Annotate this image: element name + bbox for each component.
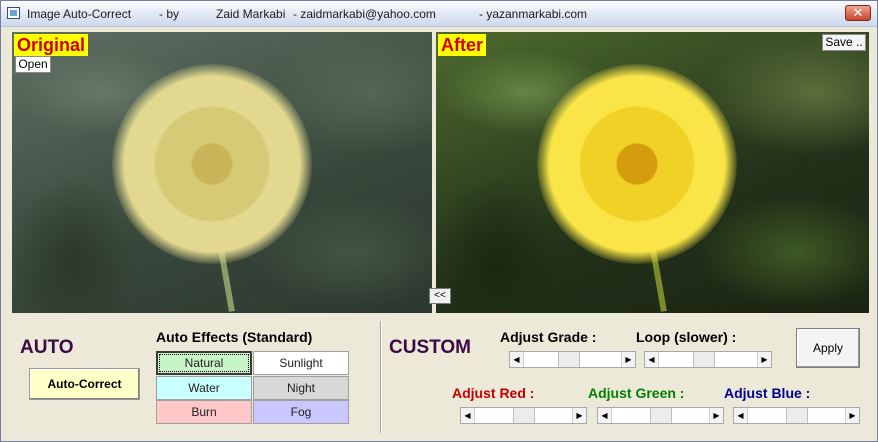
title-author: Zaid Markabi [216,7,286,21]
scroll-left-icon[interactable]: ◀ [510,352,524,367]
copy-back-button[interactable]: << [429,288,451,304]
open-button[interactable]: Open [15,56,51,73]
adjust-blue-label: Adjust Blue : [724,385,811,401]
after-flower [537,64,737,264]
effects-grid: Natural Sunlight Water Night Burn Fog [156,351,349,424]
scroll-thumb[interactable] [512,408,535,423]
scroll-thumb[interactable] [557,352,580,367]
adjust-green-label: Adjust Green : [588,385,685,401]
original-image-panel: Original Open [12,32,432,313]
save-button[interactable]: Save .. [822,34,866,51]
loop-label: Loop (slower) : [636,329,737,345]
effect-burn-button[interactable]: Burn [156,400,252,424]
adjust-red-scrollbar[interactable]: ◀ ▶ [460,407,587,424]
app-icon [7,7,20,19]
adjust-red-label: Adjust Red : [452,385,535,401]
scroll-thumb[interactable] [693,352,716,367]
adjust-grade-scrollbar[interactable]: ◀ ▶ [509,351,636,368]
scroll-right-icon[interactable]: ▶ [757,352,771,367]
scroll-right-icon[interactable]: ▶ [845,408,859,423]
adjust-grade-label: Adjust Grade : [500,329,597,345]
original-flower [112,64,312,264]
scroll-right-icon[interactable]: ▶ [621,352,635,367]
effect-night-button[interactable]: Night [253,376,349,400]
effect-water-button[interactable]: Water [156,376,252,400]
title-by: - by [159,7,180,21]
scroll-thumb[interactable] [649,408,672,423]
adjust-blue-scrollbar[interactable]: ◀ ▶ [733,407,860,424]
apply-button[interactable]: Apply [796,328,860,368]
effect-fog-button[interactable]: Fog [253,400,349,424]
after-caption: After [438,34,487,56]
custom-heading: CUSTOM [389,337,471,358]
scroll-left-icon[interactable]: ◀ [734,408,748,423]
loop-scrollbar[interactable]: ◀ ▶ [644,351,772,368]
effect-sunlight-button[interactable]: Sunlight [253,351,349,375]
scroll-right-icon[interactable]: ▶ [572,408,586,423]
auto-correct-button[interactable]: Auto-Correct [29,368,140,400]
close-button[interactable]: ✕ [845,5,871,21]
scroll-right-icon[interactable]: ▶ [709,408,723,423]
auto-heading: AUTO [20,337,74,358]
scroll-left-icon[interactable]: ◀ [645,352,659,367]
scroll-thumb[interactable] [785,408,808,423]
title-email: - zaidmarkabi@yahoo.com [293,7,436,21]
adjust-green-scrollbar[interactable]: ◀ ▶ [597,407,724,424]
title-bar: Image Auto-Correct - by Zaid Markabi - z… [1,1,877,27]
title-website: - yazanmarkabi.com [479,7,588,21]
scroll-left-icon[interactable]: ◀ [461,408,475,423]
effect-natural-button[interactable]: Natural [156,351,252,375]
section-divider [380,321,382,433]
after-image-panel: After Save .. [436,32,869,313]
auto-effects-heading: Auto Effects (Standard) [156,329,313,345]
original-caption: Original [14,34,89,56]
close-icon: ✕ [852,5,864,20]
window-title: Image Auto-Correct [27,7,132,21]
scroll-left-icon[interactable]: ◀ [598,408,612,423]
